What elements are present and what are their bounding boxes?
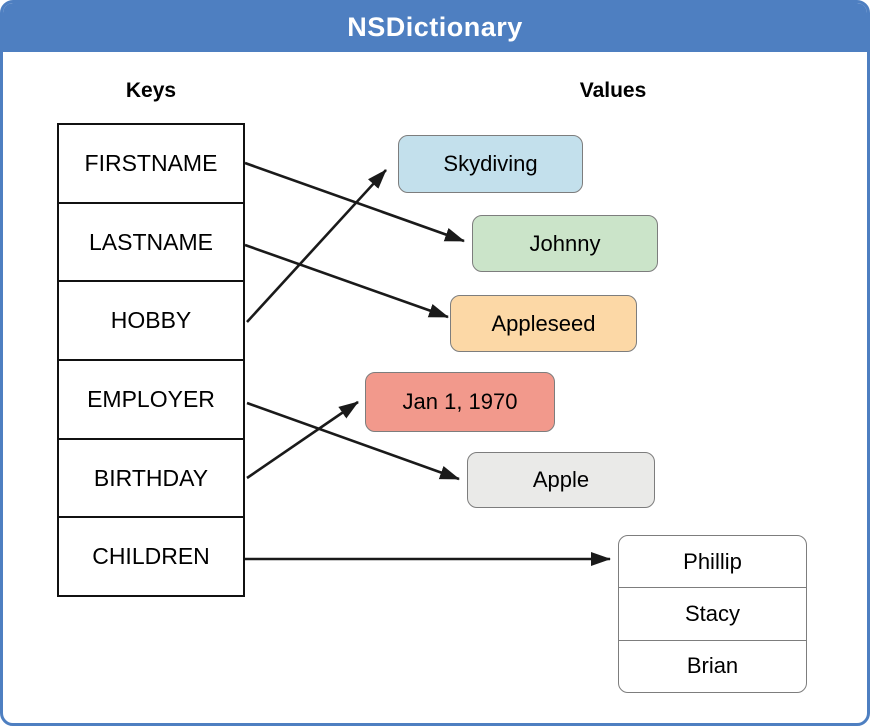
value-label: Appleseed [491,310,596,336]
value-box-appleseed: Appleseed [450,295,637,352]
arrow-lastname-to-appleseed [244,243,449,319]
arrow-hobby-to-skydiving [246,169,387,323]
keys-column-heading: Keys [125,79,177,102]
arrow-birthday-to-jan1970 [246,400,359,480]
value-box-johnny: Johnny [472,215,658,272]
diagram-title-bar: NSDictionary [3,3,867,52]
child-row-phillip: Phillip [683,548,742,574]
value-label: Jan 1, 1970 [402,389,518,414]
children-list-table: Phillip Stacy Brian [618,535,807,693]
key-row-children: CHILDREN [59,516,243,595]
diagram-title: NSDictionary [347,12,523,42]
key-row-employer: EMPLOYER [59,359,243,438]
value-box-skydiving: Skydiving [398,135,583,193]
keys-table: FIRSTNAME LASTNAME HOBBY EMPLOYER BIRTHD… [57,123,245,597]
key-row-firstname: FIRSTNAME [84,149,218,176]
child-row-stacy: Stacy [619,587,806,639]
child-row-brian: Brian [619,639,806,692]
value-box-apple: Apple [467,452,655,508]
key-row-hobby: HOBBY [59,280,243,359]
value-label: Johnny [529,230,601,256]
value-label: Skydiving [443,151,538,176]
key-row-lastname: LASTNAME [59,201,243,281]
value-label: Apple [532,467,590,492]
key-row-birthday: BIRTHDAY [59,437,243,517]
value-box-jan-1-1970: Jan 1, 1970 [365,372,555,432]
values-column-heading: Values [579,79,647,102]
